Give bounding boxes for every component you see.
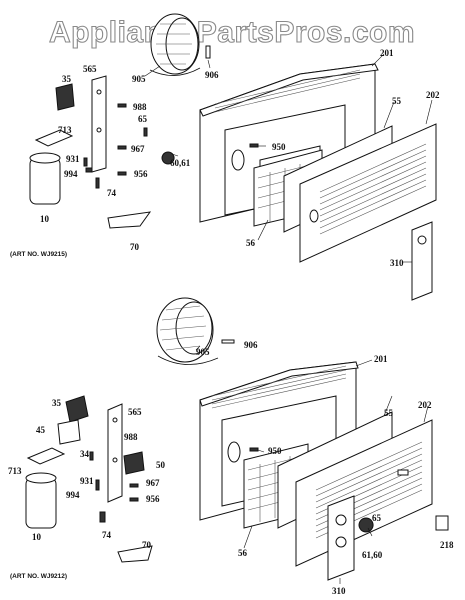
top-leader-lines <box>144 53 433 263</box>
label-310: 310 <box>332 586 346 596</box>
label-70: 70 <box>142 540 152 550</box>
bottom-leader-lines <box>195 345 429 584</box>
bottom-bracket-713 <box>26 447 66 465</box>
label-994: 994 <box>66 490 80 500</box>
label-202: 202 <box>426 90 440 100</box>
label-713: 713 <box>58 125 72 135</box>
top-screws <box>83 103 259 189</box>
label-906: 906 <box>205 70 219 80</box>
label-70: 70 <box>130 242 140 252</box>
label-60-61: 60,61 <box>170 158 191 168</box>
label-74: 74 <box>107 188 117 198</box>
label-10: 10 <box>32 532 42 542</box>
label-956: 956 <box>146 494 160 504</box>
label-55: 55 <box>384 408 394 418</box>
label-74: 74 <box>102 530 112 540</box>
top-bracket-713 <box>34 129 74 147</box>
label-931: 931 <box>80 476 94 486</box>
top-capacitor-10 <box>29 152 61 205</box>
top-clip-70 <box>107 211 152 229</box>
top-knob-60-61 <box>161 151 175 165</box>
label-50: 50 <box>156 460 166 470</box>
bottom-control-panel-310 <box>327 495 355 581</box>
label-950: 950 <box>268 446 282 456</box>
art-number-bottom: (ART NO. WJ9212) <box>10 573 67 580</box>
bottom-part-218 <box>435 515 449 531</box>
bottom-blower-wheel <box>156 297 219 365</box>
label-55: 55 <box>392 96 402 106</box>
label-201: 201 <box>374 354 388 364</box>
label-988: 988 <box>133 102 147 112</box>
label-201: 201 <box>380 48 394 58</box>
bottom-screw-906 <box>221 339 235 344</box>
label-565: 565 <box>83 64 97 74</box>
label-61-60: 61,60 <box>362 550 383 560</box>
label-56: 56 <box>246 238 256 248</box>
top-assembly: 905 906 201 565 35 988 65 713 967 60,61 … <box>10 13 440 301</box>
label-994: 994 <box>64 169 78 179</box>
label-713: 713 <box>8 466 22 476</box>
top-control-panel-310 <box>411 221 433 301</box>
label-35: 35 <box>52 398 62 408</box>
label-956: 956 <box>134 169 148 179</box>
bottom-screws <box>89 447 259 523</box>
label-202: 202 <box>418 400 432 410</box>
label-56: 56 <box>238 548 248 558</box>
top-bracket-565 <box>91 75 107 173</box>
label-906: 906 <box>244 340 258 350</box>
label-35: 35 <box>62 74 72 84</box>
art-number-top: (ART NO. WJ9215) <box>10 251 67 258</box>
bottom-knob-65 <box>358 517 374 533</box>
top-blower-wheel <box>149 13 201 76</box>
label-988: 988 <box>124 432 138 442</box>
label-65: 65 <box>372 513 382 523</box>
label-218: 218 <box>440 540 454 550</box>
bottom-switch-50 <box>123 451 145 475</box>
bottom-assembly: 905 906 201 35 565 45 988 55 202 34 950 … <box>8 297 454 596</box>
bottom-capacitor-10 <box>25 472 57 529</box>
bottom-clip-70 <box>117 545 153 563</box>
top-screw-906 <box>205 45 211 59</box>
watermark: AppliancePartsPros.com <box>49 16 415 49</box>
label-967: 967 <box>131 144 145 154</box>
label-310: 310 <box>390 258 404 268</box>
label-10: 10 <box>40 214 50 224</box>
bottom-switch-45 <box>57 419 81 445</box>
label-45: 45 <box>36 425 46 435</box>
label-565: 565 <box>128 407 142 417</box>
label-931: 931 <box>66 154 80 164</box>
top-relay-35 <box>55 83 75 111</box>
label-950: 950 <box>272 142 286 152</box>
label-905: 905 <box>132 74 146 84</box>
label-65: 65 <box>138 114 148 124</box>
label-905: 905 <box>196 347 210 357</box>
top-front-grille <box>299 123 437 263</box>
label-34: 34 <box>80 449 90 459</box>
bottom-relay-35 <box>65 395 89 423</box>
bottom-bracket-565 <box>107 403 123 503</box>
label-967: 967 <box>146 478 160 488</box>
